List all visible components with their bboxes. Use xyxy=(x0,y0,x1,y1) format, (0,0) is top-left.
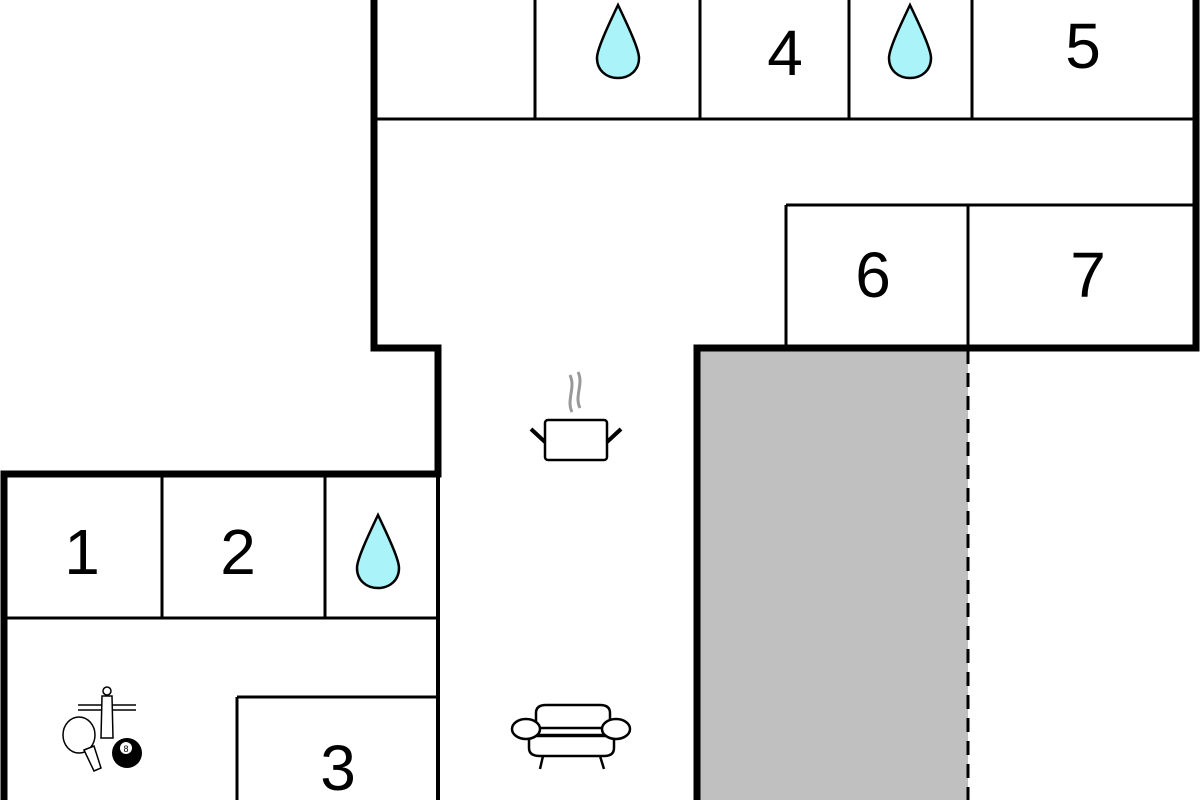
room-5-label: 5 xyxy=(1065,10,1101,82)
games-icon: 8 xyxy=(62,686,142,772)
room-2-label: 2 xyxy=(220,516,256,588)
cooking-pot-icon xyxy=(529,371,623,462)
room-7-label: 7 xyxy=(1070,239,1106,311)
room-6-label: 6 xyxy=(855,239,891,311)
room-3-label: 3 xyxy=(320,732,356,800)
room-4-label: 4 xyxy=(767,17,803,89)
water-drop-icon xyxy=(595,2,641,80)
water-drop-icon xyxy=(355,512,401,590)
shaded-area xyxy=(697,348,968,800)
svg-text:8: 8 xyxy=(123,744,128,754)
water-drop-icon xyxy=(887,2,933,80)
armchair-icon xyxy=(510,703,632,770)
room-1-label: 1 xyxy=(64,516,100,588)
thin-walls xyxy=(4,0,1196,800)
